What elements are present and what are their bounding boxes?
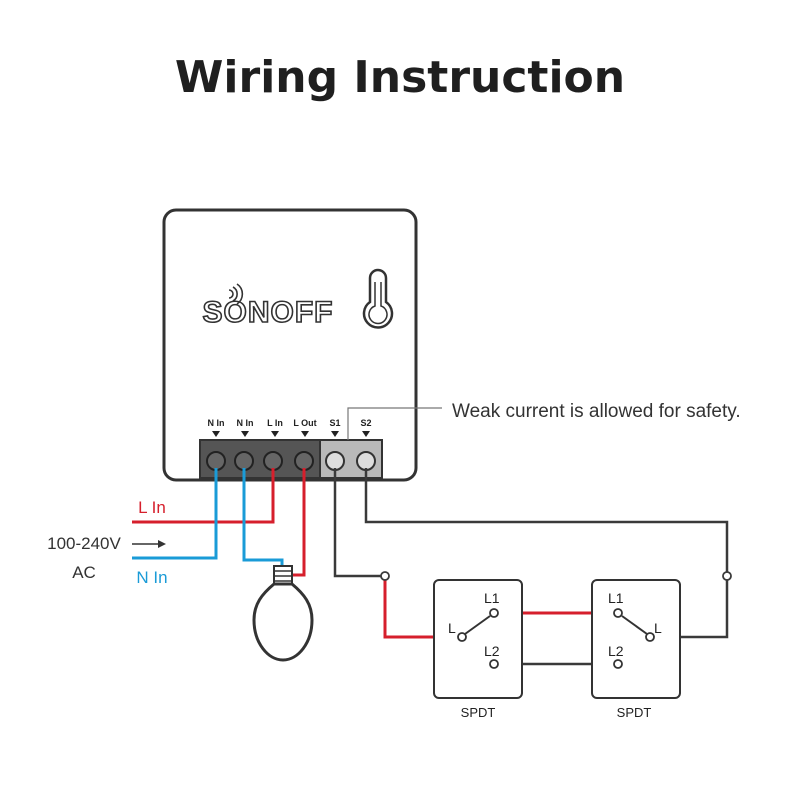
sonoff-logo: SONOFF bbox=[203, 296, 334, 329]
terminal-label-l-out: L Out bbox=[293, 418, 316, 428]
spdt-switch-2 bbox=[591, 579, 681, 699]
spdt1-common-label: L bbox=[448, 620, 456, 636]
neutral-wires bbox=[132, 468, 284, 568]
spdt1-name: SPDT bbox=[461, 705, 496, 720]
terminal-arrows bbox=[212, 431, 370, 437]
terminal-label-l-in: L In bbox=[267, 418, 283, 428]
ac-label: AC bbox=[72, 563, 96, 582]
spdt1-l2-label: L2 bbox=[484, 643, 500, 659]
spdt2-l1-label: L1 bbox=[608, 590, 624, 606]
live-wires bbox=[132, 468, 616, 639]
terminal-l-in bbox=[263, 451, 283, 471]
terminal-n-in-1 bbox=[206, 451, 226, 471]
spdt-switch-1 bbox=[433, 579, 523, 699]
wifi-icon bbox=[228, 283, 244, 305]
safety-note: Weak current is allowed for safety. bbox=[452, 401, 741, 422]
voltage-label: 100-240V bbox=[47, 534, 121, 553]
live-label: L In bbox=[138, 498, 166, 517]
spdt2-l2-label: L2 bbox=[608, 643, 624, 659]
terminal-s2 bbox=[356, 451, 376, 471]
note-leader-line bbox=[347, 407, 442, 440]
terminal-label-s2: S2 bbox=[360, 418, 371, 428]
spdt2-name: SPDT bbox=[617, 705, 652, 720]
terminal-s1 bbox=[325, 451, 345, 471]
spdt2-common-label: L bbox=[654, 620, 662, 636]
junction-s2 bbox=[722, 571, 732, 581]
spdt1-l1-label: L1 bbox=[484, 590, 500, 606]
mounting-hole-icon bbox=[362, 268, 394, 329]
terminal-n-in-2 bbox=[234, 451, 254, 471]
page-title: Wiring Instruction bbox=[174, 52, 626, 103]
light-bulb-icon bbox=[252, 565, 314, 662]
terminal-label-n-in-1: N In bbox=[208, 418, 225, 428]
sonoff-device bbox=[162, 208, 418, 482]
supply-arrow-icon bbox=[132, 540, 166, 548]
terminal-label-n-in-2: N In bbox=[237, 418, 254, 428]
junction-s1 bbox=[380, 571, 390, 581]
neutral-label: N In bbox=[136, 568, 167, 587]
terminal-l-out bbox=[294, 451, 314, 471]
terminal-label-s1: S1 bbox=[329, 418, 340, 428]
